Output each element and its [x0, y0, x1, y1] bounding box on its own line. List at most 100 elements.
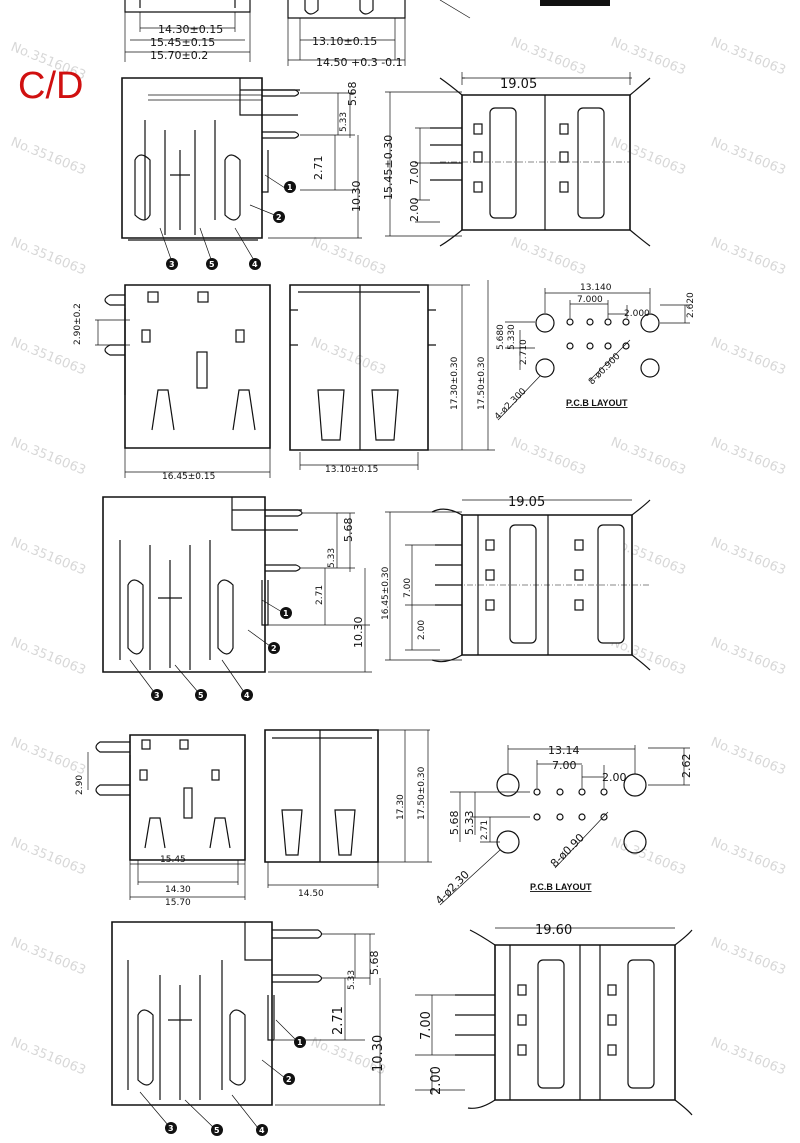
center-divider: [272, 730, 372, 862]
pin-hole: [566, 342, 574, 350]
pin-2: [265, 564, 301, 572]
callout-bullet: [211, 1124, 223, 1136]
mount-hole: [496, 773, 520, 797]
extension-lines: [129, 860, 246, 900]
dim-5-33: 5.33: [339, 112, 349, 132]
dim-5-68: 5.68: [448, 811, 461, 836]
window: [141, 329, 151, 343]
pin-hole: [586, 318, 594, 326]
watermark: No.3516063: [9, 435, 88, 479]
dim-2-00: 2.000: [624, 309, 650, 319]
dim-hole-large: 4-ø2.30: [433, 868, 472, 907]
pin-2: [262, 131, 300, 139]
callout-bullet: [206, 258, 218, 270]
pin-hole: [586, 342, 594, 350]
callout-bullet: [256, 1124, 268, 1136]
dim-7-00: 7.00: [403, 578, 413, 598]
watermark: No.3516063: [9, 1035, 88, 1079]
section4-pcb-layout: 13.14 7.00 2.00 2.62 5.68 5.33 2.71 4-ø2…: [433, 744, 693, 907]
latch-window: [574, 539, 584, 551]
watermark: No.3516063: [9, 535, 88, 579]
latch-window: [559, 181, 569, 193]
dim-2-71: 2.71: [312, 156, 325, 181]
mounting-tabs: [439, 77, 651, 247]
pin-hole: [533, 813, 541, 821]
latch-window: [517, 1044, 527, 1056]
center-divider: [298, 285, 420, 450]
watermark: No.3516063: [9, 135, 88, 179]
dim-13-14: 13.14: [548, 744, 580, 757]
latch-window: [517, 984, 527, 996]
callout-number: 1: [297, 1038, 303, 1047]
section2-pcb-layout: 13.140 7.000 2.000 2.620 5.680 5.330 2.7…: [493, 283, 696, 422]
extension-lines: [268, 92, 362, 239]
dim-14-30: 14.30±0.15: [158, 23, 223, 36]
watermark: No.3516063: [709, 735, 788, 779]
section1-side-view: 5.68 5.33 2.71 10.30 1 2 3 5 4: [121, 77, 363, 270]
dim-17-50: 17.50±0.30: [477, 356, 487, 410]
dim-2-71: 2.71: [315, 585, 325, 605]
watermark: No.3516063: [709, 435, 788, 479]
spring-contacts: [151, 389, 256, 431]
pin-row: [435, 544, 462, 606]
pcb-layout-label: P.C.B LAYOUT: [566, 398, 628, 408]
variant-label: C/D: [18, 65, 83, 107]
dim-2-62: 2.620: [686, 292, 696, 318]
callout-number: 5: [214, 1126, 220, 1135]
dim-13-10: 13.10±0.15: [312, 35, 377, 48]
watermark: No.3516063: [709, 635, 788, 679]
leader-lines: [497, 339, 631, 421]
callout-leaders: [139, 1019, 297, 1129]
dim-14-50: 14.50: [298, 889, 324, 899]
section3-top-view: 19.05 16.45±0.30 7.00 2.00: [381, 495, 651, 671]
usb-port-left: [509, 524, 537, 644]
callout-bullet: [241, 689, 253, 701]
callout-number: 5: [198, 691, 204, 700]
window: [211, 769, 220, 781]
watermark: No.3516063: [9, 935, 88, 979]
internal-ribs: [127, 960, 223, 1100]
dim-2-00: 2.00: [408, 198, 421, 223]
pins: [267, 929, 323, 1041]
dim-2-00: 2.00: [429, 1066, 444, 1095]
latch-window: [559, 151, 569, 163]
watermark: No.3516063: [9, 735, 88, 779]
latch-window: [473, 181, 483, 193]
connector-body-outline: [111, 921, 273, 1106]
center-post: [168, 985, 192, 1100]
latch-window: [485, 539, 495, 551]
section2-side-view: 17.30±0.30 17.50±0.30 13.10±0.15: [289, 280, 495, 475]
dim-19-05: 19.05: [500, 77, 537, 92]
dim-15-70: 15.70±0.2: [150, 49, 208, 62]
extension-lines: [507, 745, 690, 788]
extension-lines: [124, 12, 251, 62]
extension-lines: [385, 511, 462, 661]
pcb-layout-label: P.C.B LAYOUT: [530, 882, 592, 892]
side-view-bottom-edge: [287, 0, 406, 19]
window: [139, 769, 148, 781]
dim-5-33: 5.330: [507, 324, 517, 350]
dim-16-45: 16.45±0.30: [381, 566, 391, 620]
callout-number: 2: [286, 1075, 292, 1084]
dim-2-90: 2.90: [75, 775, 85, 795]
watermark: No.3516063: [309, 335, 388, 379]
dim-17-30: 17.30±0.30: [450, 356, 460, 410]
watermark: No.3516063: [609, 35, 688, 79]
dim-10-30: 10.30: [350, 181, 363, 213]
section3-side-view: 5.68 5.33 2.71 10.30 1 2 3 5 4: [102, 496, 372, 701]
callout-number: 3: [168, 1124, 174, 1133]
tabs: [290, 309, 436, 346]
leader-line: [439, 0, 471, 19]
callout-number: 2: [271, 644, 277, 653]
dim-7-00: 7.000: [577, 295, 603, 305]
usb-port-right: [577, 107, 605, 219]
mount-hole: [623, 830, 647, 854]
pin-3: [261, 150, 269, 193]
callout-number: 4: [259, 1126, 265, 1135]
extension-lines: [461, 72, 632, 85]
contact-left: [127, 579, 144, 655]
pin-row: [455, 994, 495, 1056]
leader-lines: [439, 811, 609, 906]
callout-leaders: [129, 599, 283, 693]
section1-top-view: 19.05 15.45±0.30 7.00 2.00: [382, 72, 651, 247]
